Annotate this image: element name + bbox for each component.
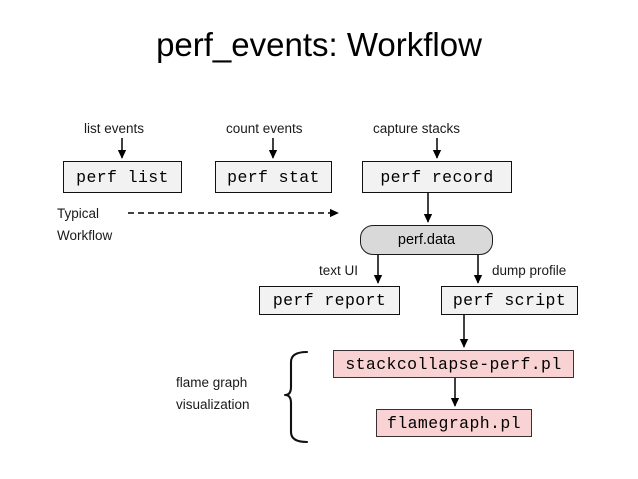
page-title: perf_events: Workflow <box>156 26 482 63</box>
node-perf-script[interactable]: perf script <box>441 286 578 315</box>
caption-flame-graph-line2: visualization <box>176 397 250 412</box>
caption-text-ui: text UI <box>319 263 359 278</box>
node-stackcollapse-perf-pl[interactable]: stackcollapse-perf.pl <box>333 350 574 378</box>
caption-typical-workflow-line2: Workflow <box>57 228 113 243</box>
node-perf-data[interactable]: perf.data <box>360 225 493 255</box>
node-flamegraph-pl[interactable]: flamegraph.pl <box>376 409 532 437</box>
node-perf-report[interactable]: perf report <box>259 286 400 315</box>
caption-capture-stacks: capture stacks <box>373 121 461 136</box>
node-perf-list[interactable]: perf list <box>63 161 182 193</box>
brace-flame-graph-group <box>283 350 309 444</box>
caption-flame-graph-line1: flame graph <box>176 375 248 390</box>
caption-typical-workflow-line1: Typical <box>57 206 100 221</box>
node-perf-record[interactable]: perf record <box>362 161 512 193</box>
caption-dump-profile: dump profile <box>492 263 567 278</box>
caption-list-events: list events <box>84 121 145 136</box>
node-perf-stat[interactable]: perf stat <box>215 161 332 193</box>
caption-count-events: count events <box>226 121 303 136</box>
